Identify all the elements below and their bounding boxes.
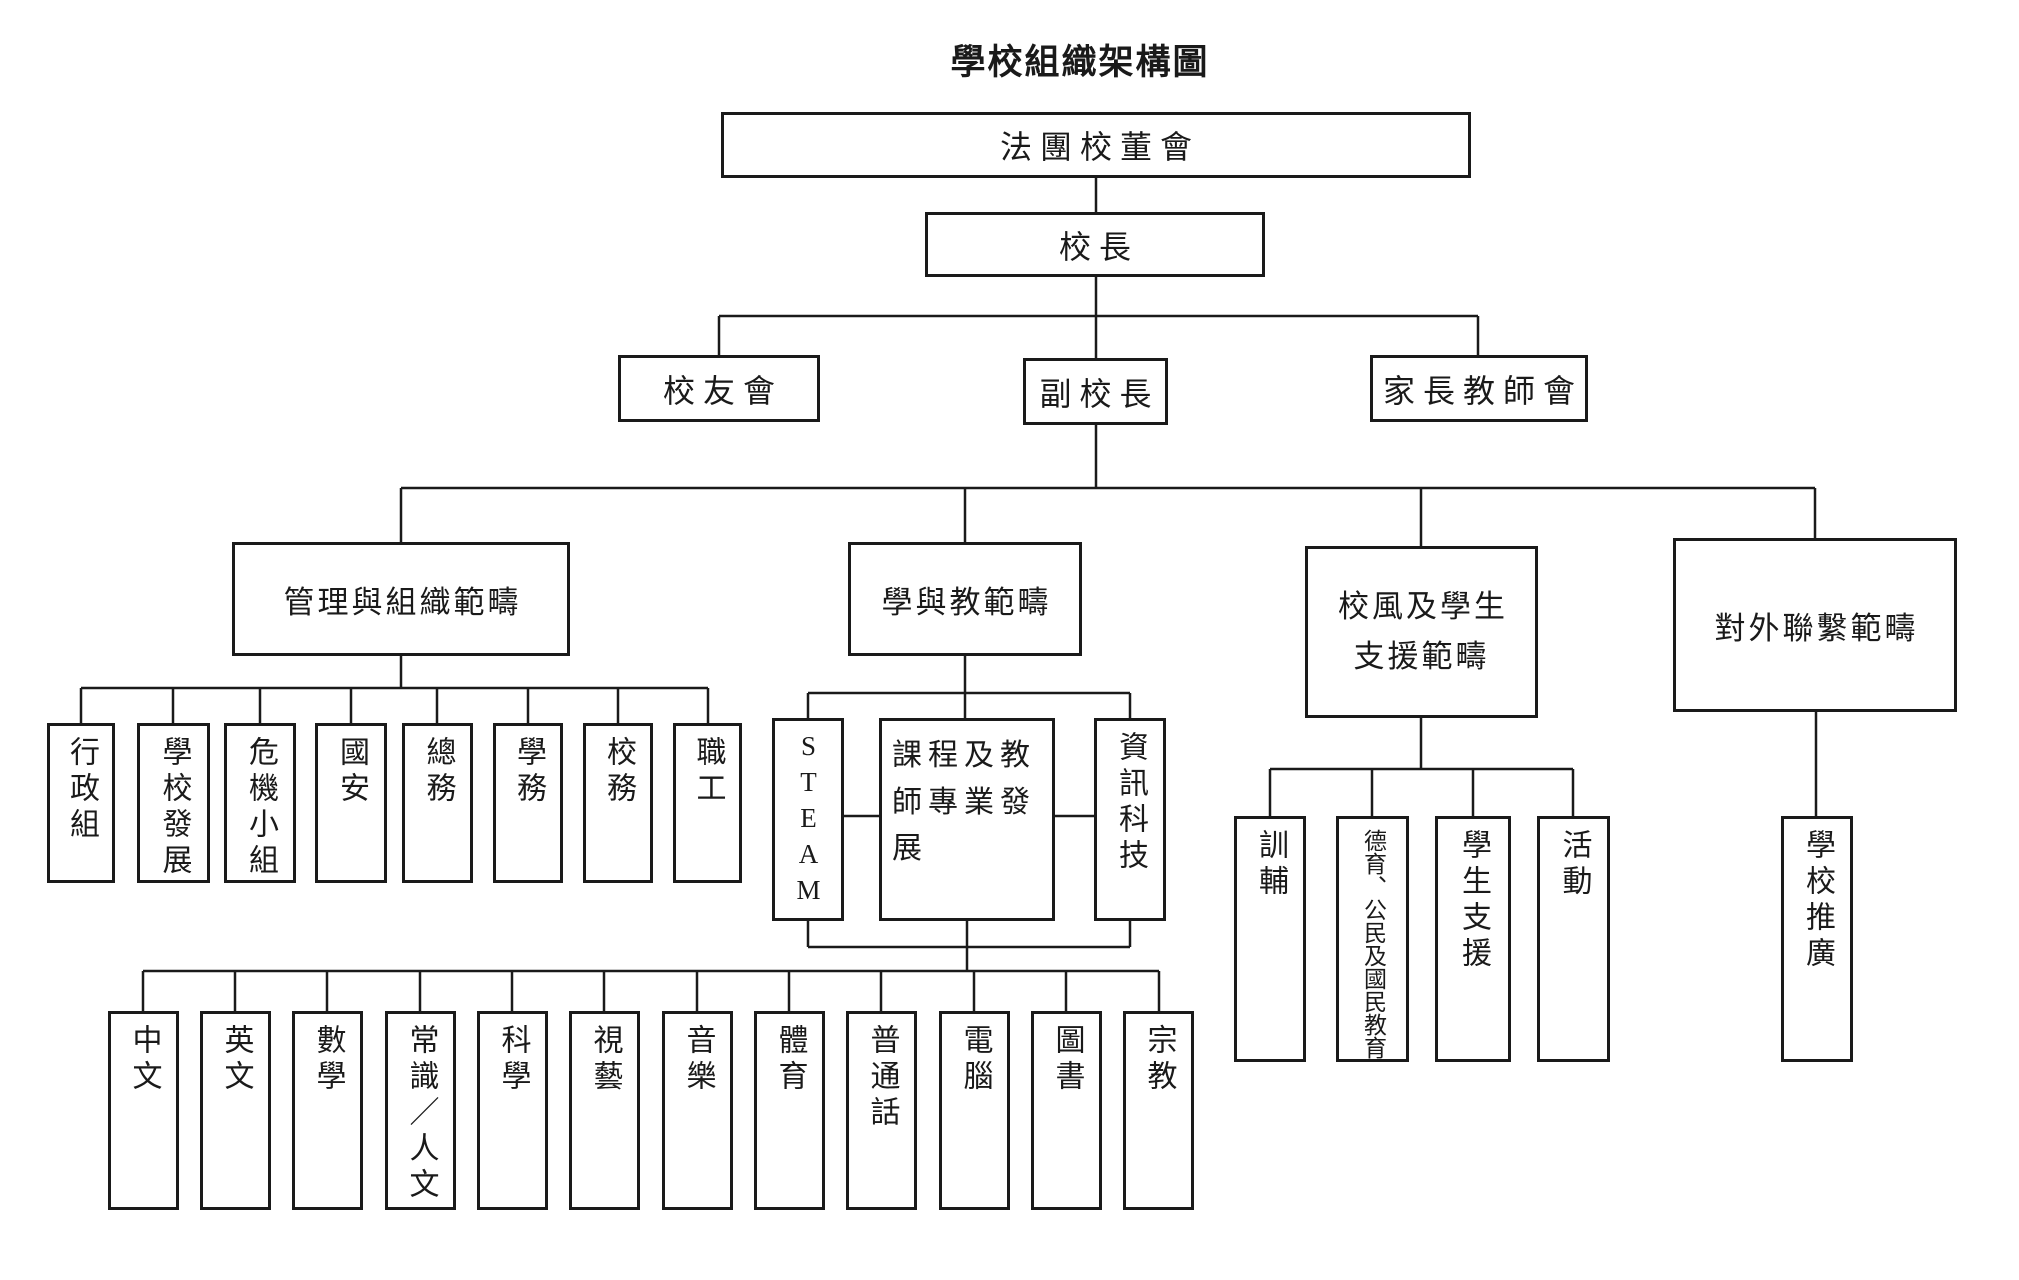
node-domain-external: 對外聯繫範疇 — [1673, 538, 1957, 712]
node-label: 常識／人文 — [404, 1024, 438, 1204]
node-school-promotion: 學校推廣 — [1781, 816, 1853, 1062]
node-label: 校友會 — [662, 372, 783, 409]
node-curriculum-development: 課程及教師專業發展 — [879, 718, 1055, 921]
node-label: 數學 — [311, 1024, 345, 1096]
node-alumni: 校友會 — [618, 355, 820, 422]
node-label: 宗教 — [1142, 1024, 1176, 1096]
node-label: 資訊科技 — [1114, 731, 1147, 875]
node-crisis-team: 危機小組 — [224, 723, 296, 883]
node-label: 學校推廣 — [1801, 829, 1834, 973]
node-activities: 活動 — [1537, 816, 1610, 1062]
node-label: 音樂 — [681, 1024, 715, 1096]
node-subject-putonghua: 普通話 — [846, 1011, 917, 1210]
node-label: 普通話 — [865, 1024, 899, 1132]
node-subject-visual-arts: 視藝 — [569, 1011, 640, 1210]
node-label: 訓輔 — [1254, 829, 1287, 901]
node-subject-pe: 體育 — [754, 1011, 825, 1210]
node-subject-general-studies-humanities: 常識／人文 — [385, 1011, 456, 1210]
node-label: 體育 — [773, 1024, 807, 1096]
node-label: 中文 — [127, 1024, 161, 1096]
node-label: 學校發展 — [157, 736, 191, 880]
node-subject-music: 音樂 — [662, 1011, 733, 1210]
node-domain-learning: 學與教範疇 — [848, 542, 1082, 656]
node-national-security: 國安 — [315, 723, 387, 883]
node-general-affairs: 總務 — [402, 723, 473, 883]
node-label: 校長 — [1058, 228, 1139, 265]
node-label: 國安 — [335, 736, 368, 808]
node-principal: 校長 — [925, 212, 1265, 277]
node-domain-ethos: 校風及學生支援範疇 — [1305, 546, 1538, 718]
node-domain-management: 管理與組織範疇 — [232, 542, 570, 656]
node-pta: 家長教師會 — [1370, 355, 1588, 422]
node-vice-principal: 副校長 — [1023, 358, 1168, 425]
node-label: 法團校董會 — [999, 129, 1200, 165]
node-information-technology: 資訊科技 — [1094, 718, 1166, 921]
node-admin-group: 行政組 — [47, 723, 115, 883]
node-label: 電腦 — [958, 1024, 992, 1096]
node-school-affairs: 校務 — [583, 723, 653, 883]
node-label: 危機小組 — [244, 736, 277, 880]
node-label: 活動 — [1557, 829, 1591, 901]
node-academic-affairs: 學務 — [493, 723, 563, 883]
node-label: 校風及學生支援範疇 — [1338, 589, 1508, 674]
node-label: 管理與組織範疇 — [283, 584, 522, 620]
chart-title: 學校組織架構圖 — [950, 43, 1210, 82]
node-label: 校務 — [602, 736, 635, 808]
node-label: 課程及教師專業發展 — [892, 739, 1036, 865]
node-subject-chinese: 中文 — [108, 1011, 179, 1210]
node-label: 德育、公民及國民教育 — [1360, 829, 1386, 1059]
node-subject-religion: 宗教 — [1123, 1011, 1194, 1210]
node-label: 行政組 — [65, 736, 98, 844]
node-staff: 職工 — [673, 723, 742, 883]
node-label: 學生支援 — [1457, 829, 1490, 973]
node-student-support: 學生支援 — [1435, 816, 1511, 1062]
node-school-development: 學校發展 — [137, 723, 210, 883]
node-board: 法團校董會 — [721, 112, 1471, 178]
node-steam: STEAM — [772, 718, 844, 921]
node-subject-library: 圖書 — [1031, 1011, 1102, 1210]
node-label: 職工 — [691, 736, 725, 808]
node-subject-computer: 電腦 — [939, 1011, 1010, 1210]
node-label: 英文 — [219, 1024, 253, 1096]
node-label: 科學 — [496, 1024, 530, 1096]
node-label: 副校長 — [1039, 375, 1160, 412]
node-label: 圖書 — [1050, 1024, 1084, 1096]
node-label: 總務 — [421, 736, 455, 808]
node-label: 學務 — [512, 736, 545, 808]
node-subject-english: 英文 — [200, 1011, 271, 1210]
node-label: 學與教範疇 — [881, 584, 1052, 620]
node-label: 視藝 — [588, 1024, 622, 1096]
node-subject-maths: 數學 — [292, 1011, 363, 1210]
node-label: 對外聯繫範疇 — [1714, 610, 1919, 646]
node-moral-civic-national-education: 德育、公民及國民教育 — [1336, 816, 1409, 1062]
node-label: STEAM — [793, 731, 824, 911]
node-label: 家長教師會 — [1382, 372, 1583, 409]
node-subject-science: 科學 — [477, 1011, 548, 1210]
node-discipline-counselling: 訓輔 — [1234, 816, 1306, 1062]
